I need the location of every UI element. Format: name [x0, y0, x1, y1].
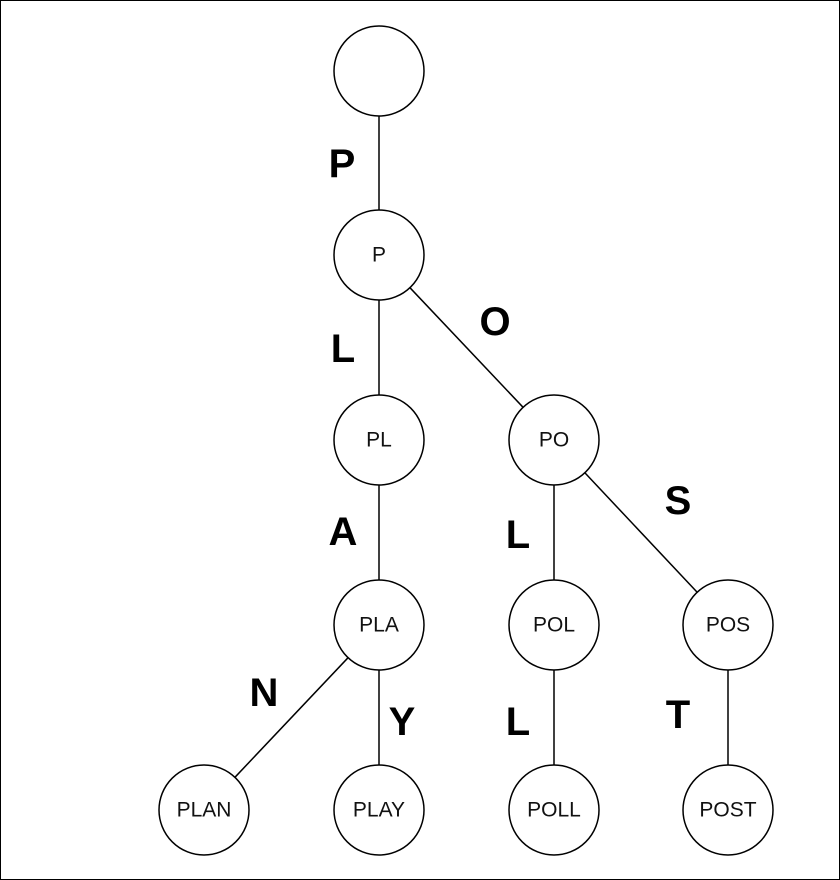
edge-label: S: [665, 479, 692, 523]
node-pla: PLA: [333, 579, 425, 671]
node-circle: [158, 764, 250, 856]
edge-label: A: [329, 510, 358, 554]
node-label: P: [372, 244, 386, 267]
node-play: PLAY: [333, 764, 425, 856]
node-label: POS: [706, 614, 750, 637]
node-label: PLAN: [177, 799, 232, 822]
edge-label: P: [329, 142, 356, 186]
node-label: POLL: [527, 799, 581, 822]
node-label: PL: [366, 429, 392, 452]
node-plan: PLAN: [158, 764, 250, 856]
node-label: PO: [539, 429, 569, 452]
node-label: POL: [533, 614, 575, 637]
edge-line: [409, 287, 524, 408]
edge-label: Y: [389, 700, 416, 744]
edge-label: L: [506, 700, 530, 744]
node-label: PLAY: [353, 799, 405, 822]
node-label: POST: [699, 799, 756, 822]
edge-po-pos: [584, 472, 698, 593]
node-circle: [333, 209, 425, 301]
edges-layer: [234, 116, 729, 778]
edge-label: N: [250, 671, 279, 715]
edge-label: L: [506, 513, 530, 557]
node-root: [333, 25, 425, 117]
node-circle: [682, 579, 774, 671]
node-circle: [508, 764, 600, 856]
node-circle: [508, 579, 600, 671]
node-po: PO: [508, 394, 600, 486]
node-circle: [333, 764, 425, 856]
node-pol: POL: [508, 579, 600, 671]
edge-p-po: [409, 287, 524, 408]
node-poll: POLL: [508, 764, 600, 856]
edge-pla-plan: [234, 657, 349, 778]
node-circle: [682, 764, 774, 856]
node-post: POST: [682, 764, 774, 856]
edge-label: T: [666, 693, 690, 737]
edge-line: [234, 657, 349, 778]
node-pos: POS: [682, 579, 774, 671]
node-circle: [333, 579, 425, 671]
node-pl: PL: [333, 394, 425, 486]
edge-label: L: [331, 327, 355, 371]
node-label: PLA: [359, 614, 399, 637]
edge-line: [584, 472, 698, 593]
node-circle: [333, 25, 425, 117]
node-circle: [508, 394, 600, 486]
node-circle: [333, 394, 425, 486]
edge-label: O: [479, 300, 510, 344]
node-p: P: [333, 209, 425, 301]
